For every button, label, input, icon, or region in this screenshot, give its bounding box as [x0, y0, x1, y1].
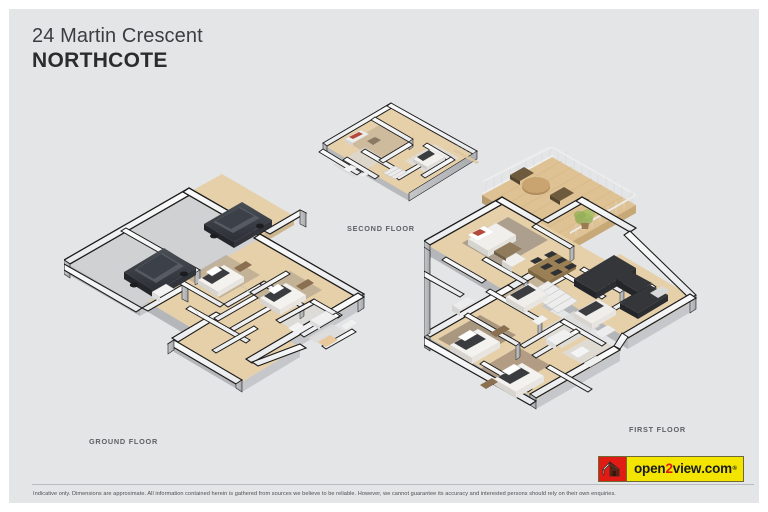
ground-door-openings — [187, 285, 251, 316]
plan-canvas: 24 Martin Crescent NORTHCOTE — [9, 9, 759, 503]
first-bed-1 — [449, 325, 510, 364]
house-icon — [599, 457, 627, 481]
ground-floor-label: GROUND FLOOR — [89, 437, 158, 446]
first-bathroom-fixtures — [531, 314, 603, 368]
second-floor-bed — [412, 148, 446, 170]
second-floor-sofa — [344, 129, 381, 146]
logo-view: view — [672, 461, 702, 477]
first-deck-furniture — [510, 167, 595, 229]
second-floor-rail — [453, 144, 479, 164]
second-floor-stairs — [382, 165, 408, 180]
first-dining-set — [528, 251, 577, 285]
second-floor-label: SECOND FLOOR — [347, 224, 415, 233]
second-floor-bathroom-fixtures — [342, 164, 370, 178]
logo-two: 2 — [665, 461, 673, 477]
logo-tld: .com — [701, 461, 732, 477]
logo-open: open — [634, 461, 666, 477]
second-floor-plan — [309, 87, 499, 222]
ground-garage-car-upper — [204, 202, 272, 248]
page-title: 24 Martin Crescent NORTHCOTE — [32, 24, 472, 73]
first-kitchen-counters — [574, 255, 670, 319]
first-bed-2 — [480, 362, 545, 398]
first-floor-label: FIRST FLOOR — [629, 425, 686, 434]
property-suburb: NORTHCOTE — [32, 49, 168, 72]
ground-bed-1 — [197, 261, 252, 297]
first-bed-3 — [505, 282, 549, 313]
disclaimer-text: Indicative only. Dimensions are approxim… — [33, 491, 616, 497]
first-wardrobes — [451, 295, 617, 339]
first-floor-plan — [424, 147, 729, 427]
footer-divider — [32, 484, 754, 485]
first-living-sofa — [467, 222, 527, 272]
ground-bathroom-fixtures — [287, 310, 359, 347]
ground-floor-plan — [64, 154, 374, 439]
ground-outer-walls — [64, 187, 366, 393]
property-address: 24 Martin Crescent — [32, 25, 203, 47]
ground-laundry-fixtures — [151, 283, 175, 302]
first-bed-4 — [573, 298, 617, 329]
second-floor-walls — [318, 102, 478, 202]
registered-mark-icon: ® — [732, 466, 737, 472]
ground-bed-2 — [259, 279, 314, 315]
